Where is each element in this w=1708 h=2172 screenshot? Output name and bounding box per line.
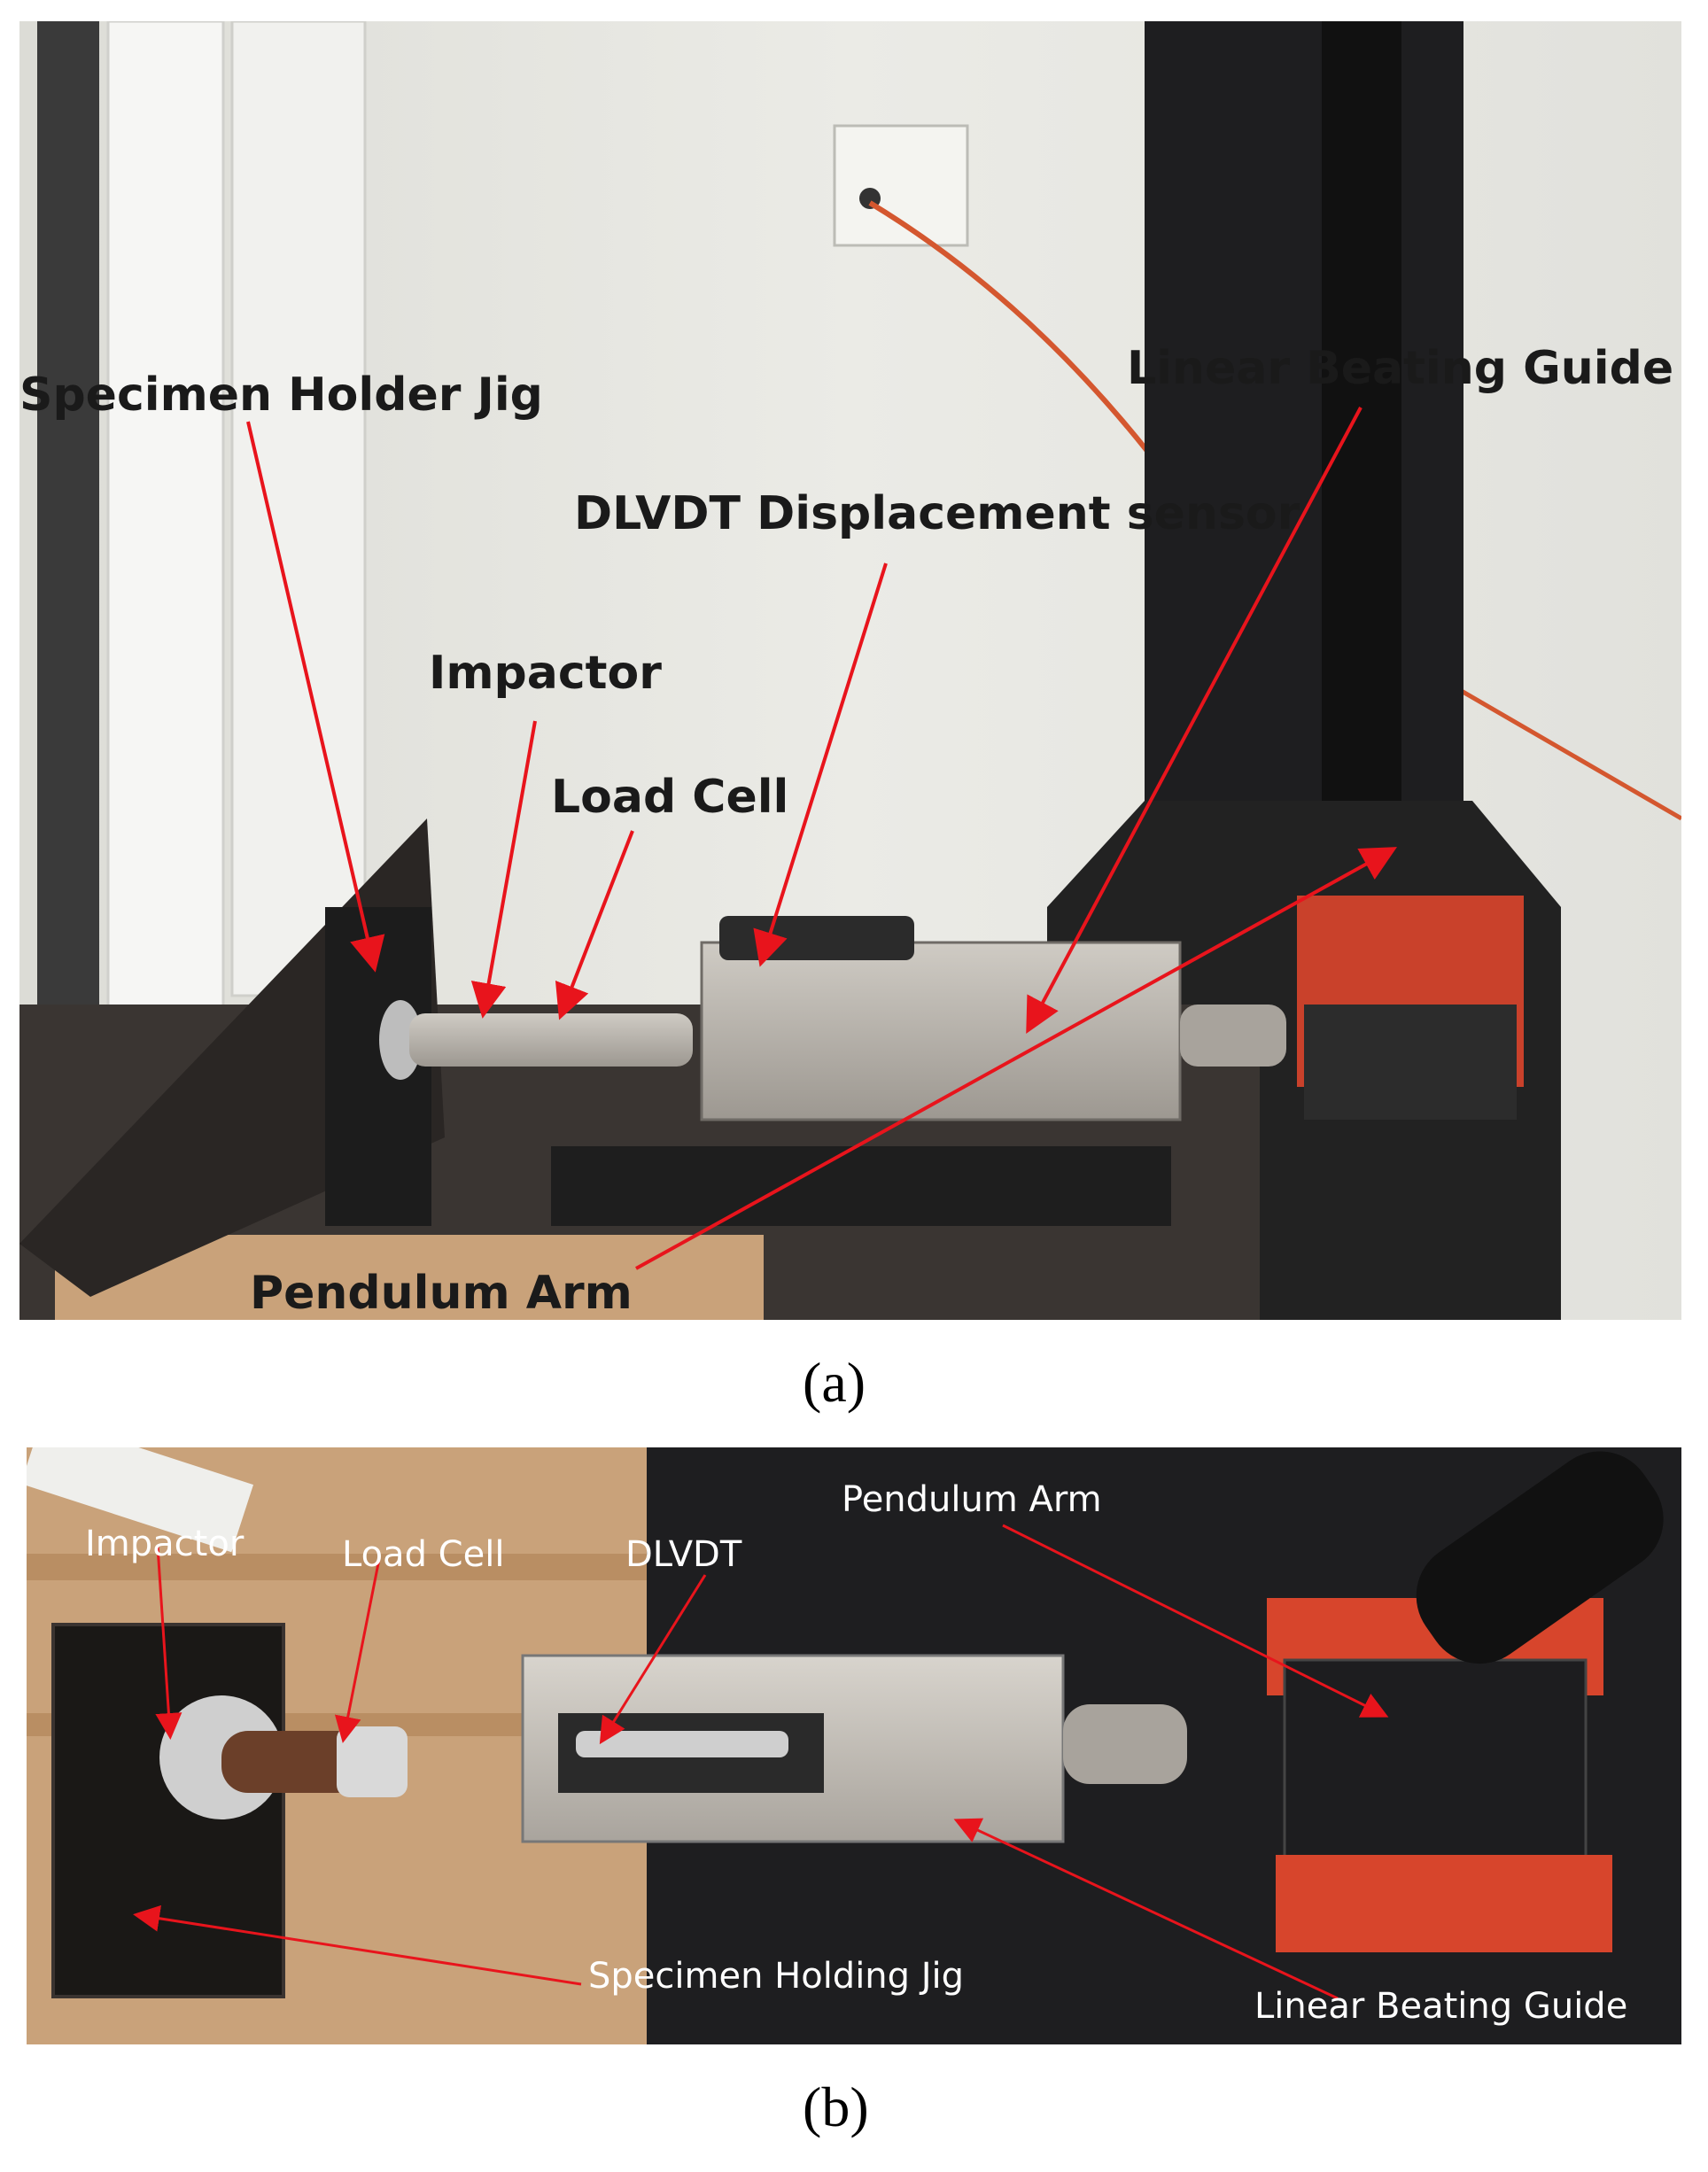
dlvdt-body [576, 1731, 788, 1757]
label-specimen-holder-jig: Specimen Holder Jig [19, 368, 543, 422]
linear-bearing-block [700, 941, 1182, 1121]
block-base [1304, 1005, 1517, 1120]
arrow-specimen-holding-jig [133, 1904, 582, 1986]
label-impactor: Impactor [429, 647, 662, 700]
label-pendulum-arm: Pendulum Arm [250, 1267, 633, 1320]
orange-cable [868, 200, 1174, 484]
arrow-impactor [470, 720, 537, 1019]
label-linear-bearing-guide: Linear Beating Guide [1127, 342, 1674, 395]
caption-b: (b) [803, 2075, 869, 2138]
load-cell-body [337, 1726, 408, 1797]
label-load-cell: Load Cell [551, 771, 789, 824]
arrow-impactor [155, 1546, 182, 1740]
white-pipe [230, 21, 367, 997]
label-dlvdt-displacement-sensor: DLVDT Displacement sensor [574, 487, 1300, 540]
white-pipe [27, 1447, 253, 1553]
guide-shaft-end [1180, 1005, 1286, 1067]
label-pendulum-arm: Pendulum Arm [842, 1479, 1102, 1520]
panel-a-photo: Specimen Holder Jig Linear Beating Guide… [19, 21, 1681, 1320]
panel-b-photo: Pendulum Arm Impactor Load Cell DLVDT Sp… [27, 1447, 1681, 2044]
arrow-dlvdt [753, 562, 888, 967]
impactor-body [221, 1731, 363, 1793]
dark-pipe [37, 21, 99, 1040]
panel-a-scene [19, 21, 1681, 1320]
wood-seam [27, 1554, 647, 1580]
arrow-linear-guide [1026, 407, 1363, 1035]
arrow-linear-guide [953, 1818, 1339, 2000]
guide-shaft-end [1063, 1704, 1187, 1784]
caption-a: (a) [803, 1351, 866, 1414]
arrow-specimen-holder [246, 421, 385, 973]
wall-outlet [833, 124, 969, 247]
rail [551, 1146, 1171, 1226]
arrow-pendulum-arm [1002, 1524, 1389, 1718]
panel-b-scene [27, 1447, 1681, 2044]
pendulum-arm-rod [1416, 1451, 1664, 1664]
label-load-cell: Load Cell [342, 1534, 505, 1575]
arrow-dlvdt [599, 1574, 707, 1745]
orange-block-bottom [1276, 1855, 1612, 1952]
arrow-pendulum-arm [635, 847, 1397, 1270]
arrow-load-cell [555, 830, 634, 1020]
label-linear-bearing-guide: Linear Beating Guide [1254, 1986, 1628, 2027]
pendulum-block [1283, 1658, 1588, 1892]
label-specimen-holding-jig: Specimen Holding Jig [588, 1956, 965, 1997]
arrow-load-cell [334, 1558, 381, 1743]
label-dlvdt: DLVDT [625, 1534, 742, 1575]
impactor-disk [379, 1000, 422, 1080]
orange-cable [1435, 674, 1681, 821]
impactor-shaft [409, 1013, 693, 1067]
label-impactor: Impactor [85, 1524, 245, 1564]
dlvdt-sensor-body [719, 916, 914, 960]
white-pipe [106, 21, 225, 1024]
